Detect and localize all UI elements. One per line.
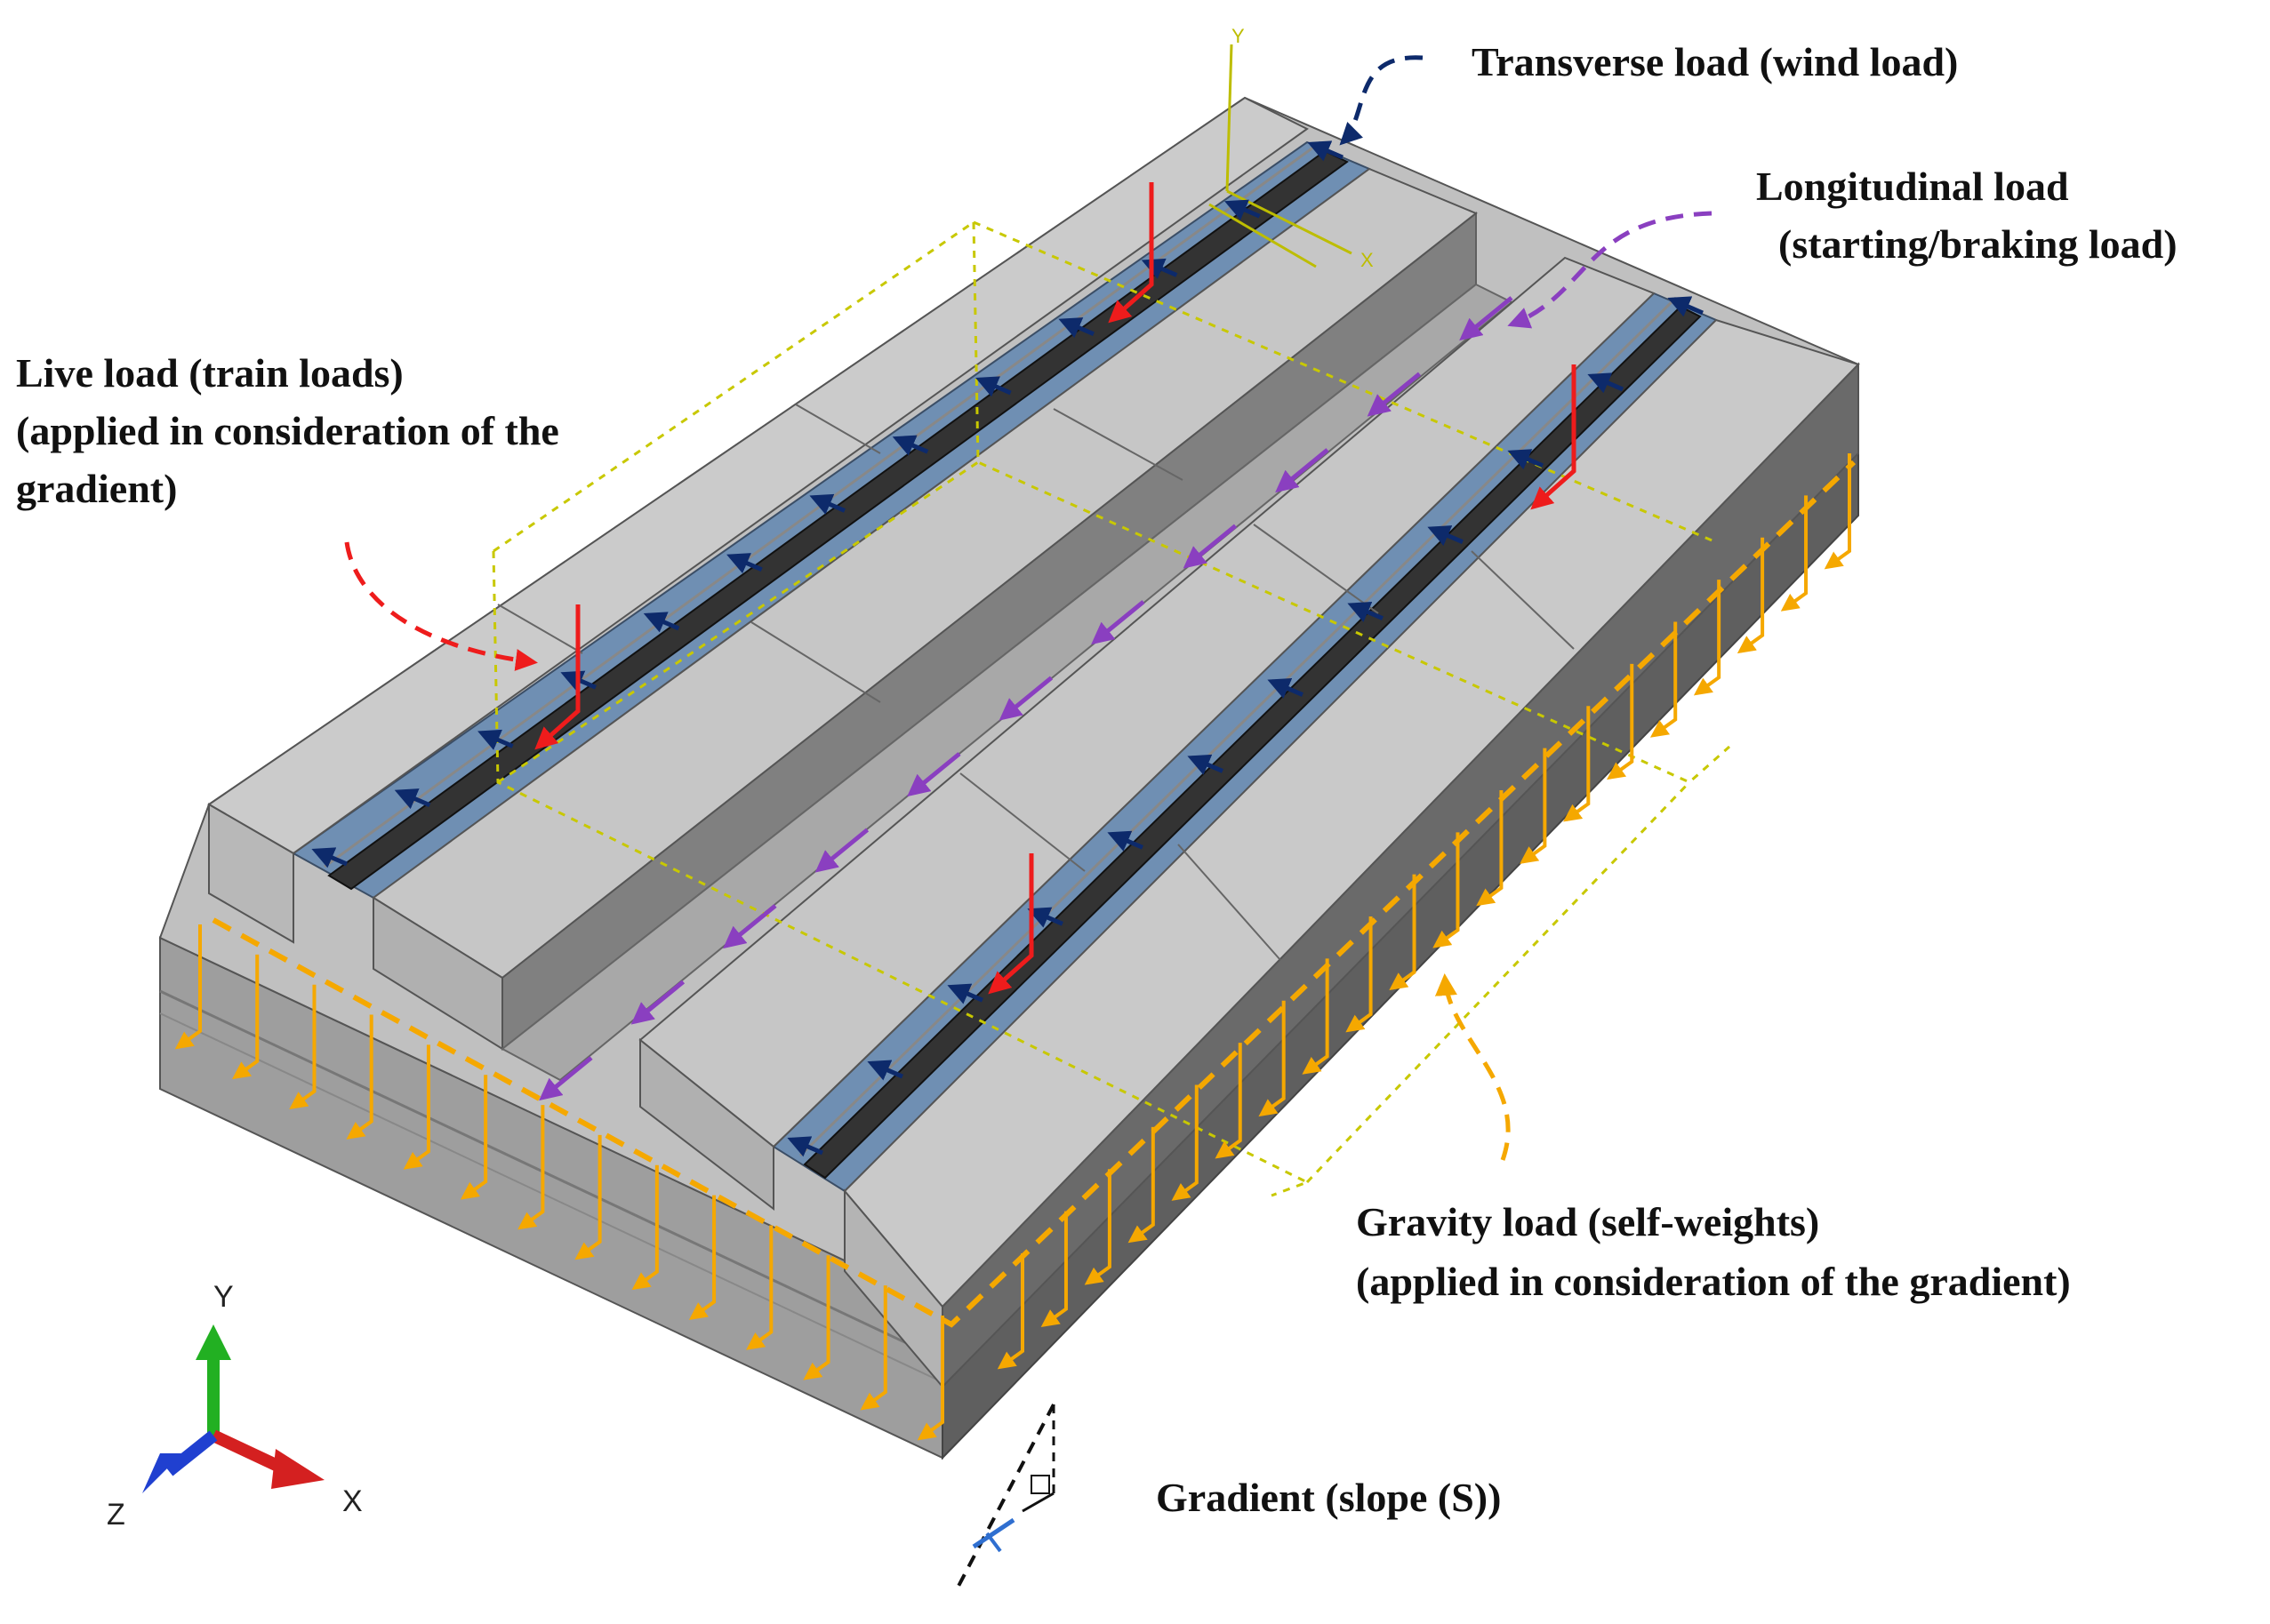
longitudinal-load-label: Longitudinal load xyxy=(1756,164,2069,209)
gravity-load-arrow xyxy=(1520,748,1547,864)
transverse-load-arrow xyxy=(1267,677,1303,699)
local-axis-y-label: Y xyxy=(1231,25,1245,47)
transverse-load-arrow xyxy=(1507,449,1544,470)
gravity-load-arrow xyxy=(1824,453,1851,570)
longitudinal-load-arrow xyxy=(539,1056,593,1101)
local-axis-x-label: X xyxy=(1360,249,1374,271)
gravity-load-arrow xyxy=(1084,1169,1111,1285)
guide-lines xyxy=(492,220,1730,1197)
live-load-arrows xyxy=(534,182,1576,995)
live-load-label: Live load (train loads) xyxy=(16,350,404,396)
gravity-load-arrow xyxy=(517,1105,545,1230)
gravity-load-arrow xyxy=(289,984,317,1110)
gravity-load-arrow xyxy=(1040,1211,1068,1327)
gravity-load-arrow xyxy=(1476,789,1504,907)
gravity-load-outline xyxy=(212,460,1857,1328)
gradient-slope-icon xyxy=(954,1404,1055,1592)
longitudinal-load-sublabel: (starting/braking load) xyxy=(1778,221,2178,267)
gravity-load-arrow xyxy=(917,1316,944,1441)
triad-axes-icon xyxy=(142,1324,325,1493)
gravity-load-arrow xyxy=(803,1255,830,1380)
gravity-load-arrow xyxy=(346,1014,373,1140)
triad-y-label: Y xyxy=(213,1280,234,1314)
transverse-load-arrow xyxy=(1187,754,1223,775)
gravity-load-arrow xyxy=(1607,663,1634,780)
transverse-load-arrow xyxy=(1107,830,1143,852)
longitudinal-load-arrow xyxy=(814,828,870,873)
transverse-load-label: Transverse load (wind load) xyxy=(1472,39,1958,84)
triad-x-label: X xyxy=(342,1484,363,1518)
longitudinal-load-arrow xyxy=(1459,296,1513,341)
gravity-load-arrow xyxy=(631,1164,659,1291)
live-load-sublabel-2: gradient) xyxy=(16,466,177,511)
transverse-load-arrow xyxy=(809,493,846,515)
transverse-load-arrow xyxy=(477,729,514,750)
gravity-load-arrow xyxy=(1215,1043,1242,1159)
gravity-load-arrow xyxy=(1171,1084,1199,1201)
longitudinal-callout-curve xyxy=(1507,211,1713,329)
longitudinal-load-arrow xyxy=(723,904,777,949)
gravity-callout-curve xyxy=(1434,973,1511,1161)
transverse-load-arrow xyxy=(1027,907,1063,928)
transverse-load-arrow xyxy=(394,788,431,810)
gravity-load-arrow xyxy=(1780,495,1809,612)
transverse-load-arrow xyxy=(1224,199,1261,220)
transverse-load-arrow xyxy=(787,1136,823,1157)
longitudinal-load-arrow xyxy=(1091,600,1145,645)
gravity-load-arrow xyxy=(1563,706,1591,822)
gravity-load-arrow xyxy=(1693,580,1721,696)
gravity-load-sublabel: (applied in consideration of the gradien… xyxy=(1356,1259,2071,1304)
gravity-load-arrow xyxy=(1649,621,1678,738)
transverse-load-arrow xyxy=(867,1060,903,1081)
concrete-blocks xyxy=(207,96,1860,1389)
live-load-sublabel-1: (applied in consideration of the xyxy=(16,408,559,453)
gravity-load-arrow xyxy=(1389,874,1416,991)
gravity-load-arrow xyxy=(174,924,202,1050)
gravity-load-arrow xyxy=(1258,1000,1286,1117)
gravity-load-arrow xyxy=(460,1075,488,1200)
gravity-load-arrows xyxy=(174,453,1851,1441)
gravity-load-arrow xyxy=(403,1044,430,1170)
gravity-load-arrow xyxy=(1345,916,1373,1033)
gravity-load-arrow xyxy=(1432,832,1460,948)
transverse-load-arrow xyxy=(1058,317,1095,339)
gravity-load-arrow xyxy=(1302,958,1329,1075)
longitudinal-load-arrow xyxy=(1183,524,1238,569)
transverse-load-arrow xyxy=(726,553,763,574)
gravity-load-arrow xyxy=(231,954,260,1080)
longitudinal-load-arrow xyxy=(907,752,961,797)
transverse-load-arrow xyxy=(1667,296,1704,317)
transverse-load-arrow xyxy=(643,612,680,633)
transverse-load-arrow xyxy=(1427,525,1464,547)
transverse-load-arrow xyxy=(1347,602,1384,623)
gravity-load-arrow xyxy=(860,1285,887,1411)
transverse-load-arrow xyxy=(1587,372,1624,394)
live-callout-curve xyxy=(344,541,538,671)
longitudinal-load-arrow xyxy=(1367,372,1422,417)
gravity-load-arrow xyxy=(688,1195,717,1320)
longitudinal-load-arrow xyxy=(999,676,1054,721)
gravity-load-arrow xyxy=(1737,537,1765,654)
longitudinal-load-arrow xyxy=(1275,448,1329,493)
transverse-callout-curve xyxy=(1339,55,1424,146)
longitudinal-load-arrows xyxy=(539,296,1513,1101)
longitudinal-load-arrow xyxy=(630,980,686,1025)
transverse-load-arrow xyxy=(311,847,348,868)
transverse-load-arrow xyxy=(892,435,929,456)
gravity-load-label: Gravity load (self-weights) xyxy=(1356,1199,1819,1244)
gravity-load-arrow xyxy=(1127,1126,1155,1244)
transverse-load-arrow xyxy=(975,376,1012,397)
transverse-load-arrow xyxy=(1307,140,1344,162)
gravity-load-arrow xyxy=(997,1253,1024,1370)
triad-z-label: Z xyxy=(107,1498,125,1532)
transverse-load-arrow xyxy=(947,983,983,1004)
gravity-load-arrow xyxy=(746,1225,774,1350)
gradient-label: Gradient (slope (S)) xyxy=(1156,1475,1501,1520)
gravity-load-arrow xyxy=(574,1134,602,1260)
